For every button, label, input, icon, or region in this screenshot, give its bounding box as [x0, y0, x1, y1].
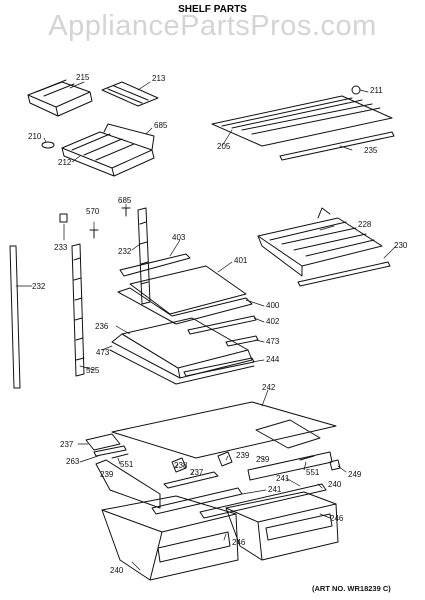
part-211-stop [351, 85, 361, 95]
part-215-bin [27, 79, 93, 117]
label-236: 236 [95, 322, 109, 331]
part-212-tray [61, 123, 155, 177]
label-230: 230 [394, 241, 408, 250]
label-239-right: 239 [256, 455, 270, 464]
label-525: 525 [86, 366, 100, 375]
part-ladder-rail-right [137, 207, 151, 305]
label-551-right: 551 [306, 468, 320, 477]
part-246-crisper-drawer-right [225, 491, 339, 561]
label-402: 402 [266, 317, 280, 326]
part-235-trim [279, 131, 395, 161]
part-left-slide-frame [95, 459, 161, 509]
label-210: 210 [28, 132, 42, 141]
part-241-rail-left [151, 487, 243, 515]
label-213: 213 [152, 74, 166, 83]
label-205: 205 [217, 142, 231, 151]
label-212: 212 [58, 158, 72, 167]
label-685-mid: 685 [118, 196, 132, 205]
part-238-rail [163, 471, 219, 489]
label-685-top: 685 [154, 121, 168, 130]
part-403-trim [119, 253, 191, 277]
label-551-left: 551 [120, 460, 134, 469]
part-240-crisper-drawer-left [101, 495, 239, 581]
part-473-rail [225, 335, 259, 347]
part-570-screw [89, 229, 99, 239]
label-246-right: 246 [330, 514, 344, 523]
part-551-screws [111, 453, 315, 461]
label-239-left: 239 [100, 470, 114, 479]
label-241-right: 241 [276, 474, 290, 483]
label-246-mid: 246 [232, 538, 246, 547]
part-242-crisper-cover [111, 401, 337, 459]
part-240-front-rail [247, 451, 333, 481]
label-237-right: 237 [190, 468, 204, 477]
label-570: 570 [86, 207, 100, 216]
watermark-text: AppliancePartsPros.com [48, 10, 377, 42]
part-241-rail-right [199, 483, 327, 519]
label-232-right: 232 [118, 247, 132, 256]
part-402-trim [187, 315, 257, 335]
part-210-clip [41, 141, 55, 149]
label-239-mid: 239 [236, 451, 250, 460]
part-401-glass-shelf [129, 265, 247, 315]
part-232-left-strip [9, 245, 21, 389]
part-249-stop [329, 459, 341, 471]
label-211: 211 [370, 86, 383, 95]
part-228-wire-shelf [257, 207, 383, 277]
label-232-left: 232 [32, 282, 46, 291]
label-249: 249 [348, 470, 362, 479]
part-263-support [93, 445, 127, 457]
label-237-left: 237 [60, 440, 74, 449]
label-215: 215 [76, 73, 90, 82]
art-number: (ART NO. WR18239 C) [312, 584, 391, 593]
label-240-right: 240 [328, 480, 342, 489]
label-473-left: 473 [96, 348, 110, 357]
label-473-right: 473 [266, 337, 280, 346]
label-242: 242 [262, 383, 276, 392]
part-400-frame [117, 287, 253, 325]
part-237-left-slide [85, 433, 121, 451]
label-244: 244 [266, 355, 280, 364]
leader-lines [15, 81, 397, 571]
part-ladder-rail-left [71, 243, 85, 377]
part-205-wire-shelf [211, 95, 393, 147]
label-235: 235 [364, 146, 378, 155]
part-244-trim [183, 357, 255, 377]
part-213-rail [101, 81, 159, 107]
part-230-trim [297, 261, 391, 287]
diagram-title: SHELF PARTS [178, 4, 247, 15]
label-240-left: 240 [110, 566, 124, 575]
part-237-right-slide [255, 419, 321, 449]
label-228: 228 [358, 220, 372, 229]
part-239-bracket-a [171, 457, 187, 473]
label-263: 263 [66, 457, 80, 466]
part-233-clip [59, 213, 68, 223]
label-403: 403 [172, 233, 186, 242]
label-233: 233 [54, 243, 68, 252]
label-400: 400 [266, 301, 280, 310]
label-238: 238 [174, 461, 188, 470]
part-236-shelf-assembly [109, 317, 255, 385]
label-401: 401 [234, 256, 248, 265]
label-241-left: 241 [268, 485, 282, 494]
part-685-screw [121, 207, 131, 217]
part-239-bracket-b [217, 451, 233, 467]
